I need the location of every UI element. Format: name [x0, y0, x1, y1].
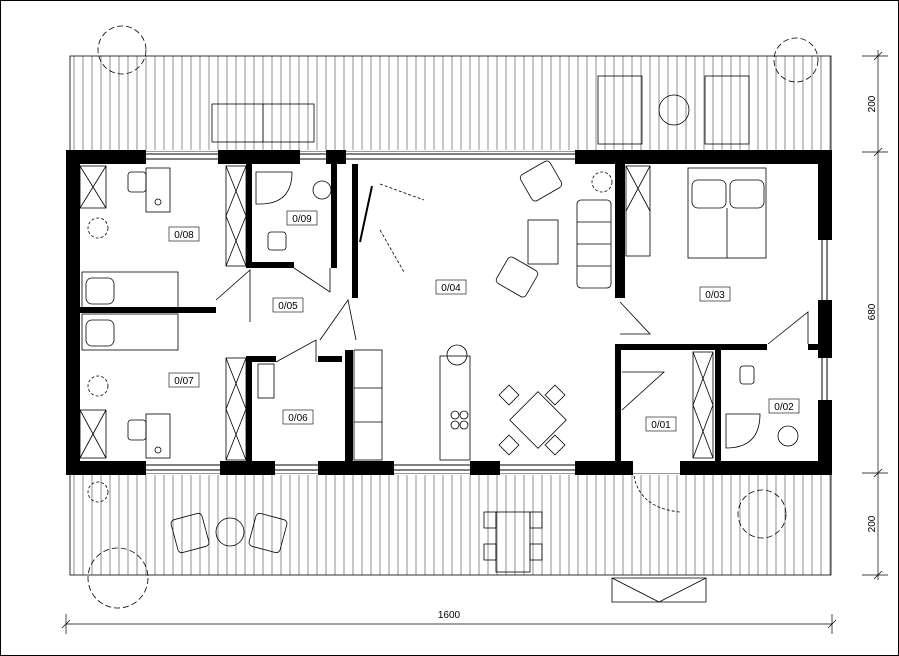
dimension-lines: [61, 50, 888, 634]
room-label-0-07: 0/07: [168, 372, 200, 388]
desks: [127, 167, 171, 459]
room-label-0-01: 0/01: [645, 416, 677, 432]
room-label-0-02: 0/02: [768, 398, 800, 414]
room-label-text: 0/07: [174, 376, 194, 387]
dimension-house-depth: 680: [867, 303, 878, 320]
room-label-text: 0/02: [774, 402, 794, 413]
wardrobes: [79, 165, 714, 461]
terrace-top: [73, 56, 831, 150]
living-furniture: [495, 160, 612, 298]
doors: [215, 183, 809, 513]
kitchen: [353, 344, 471, 461]
dimension-overall-width: 1600: [438, 610, 461, 621]
interior-walls: [80, 164, 818, 474]
room-label-0-03: 0/03: [699, 286, 731, 302]
terrace-bottom-outline: [69, 472, 832, 576]
beds: [81, 167, 767, 351]
dining-table: [498, 384, 567, 456]
room-label-0-05: 0/05: [272, 297, 304, 313]
windows: [146, 153, 828, 471]
room-labels: 0/08 0/09 0/05 0/04 0/03 0/07 0/06 0/01 …: [168, 210, 800, 432]
room-label-0-06: 0/06: [282, 409, 314, 425]
room-label-text: 0/09: [292, 214, 312, 225]
room-label-text: 0/06: [288, 413, 308, 424]
room-label-0-08: 0/08: [168, 226, 200, 242]
dimension-bottom-terrace: 200: [867, 515, 878, 532]
terrace-top-outline: [69, 55, 832, 153]
terrace-bottom: [73, 475, 831, 575]
room-label-text: 0/08: [174, 230, 194, 241]
terrace-furniture: [170, 75, 750, 603]
plants: [87, 25, 819, 609]
dimension-top-terrace: 200: [867, 95, 878, 112]
exterior-walls: [66, 150, 832, 475]
room-label-0-09: 0/09: [286, 210, 318, 226]
room-label-0-04: 0/04: [435, 279, 467, 295]
room-label-text: 0/01: [651, 420, 671, 431]
bathrooms: [255, 171, 799, 449]
room-label-text: 0/04: [441, 283, 461, 294]
room-label-text: 0/05: [278, 301, 298, 312]
room-label-text: 0/03: [705, 290, 725, 301]
